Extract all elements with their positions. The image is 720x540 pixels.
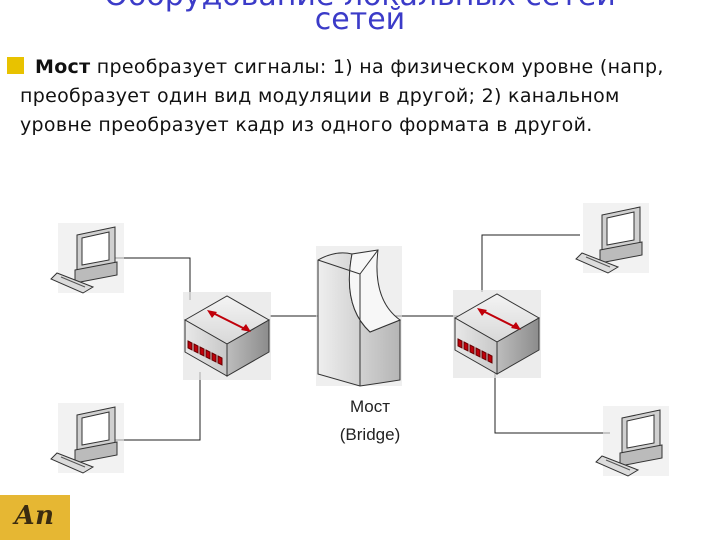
logo-text: Ап xyxy=(14,501,55,531)
logo: Ап xyxy=(0,495,70,540)
computer-icon xyxy=(50,223,124,294)
hub-icon xyxy=(183,292,271,380)
computer-icon xyxy=(50,403,124,474)
page-title-line2: сетей xyxy=(314,2,406,37)
bridge-icon xyxy=(316,246,402,387)
bullet-square-icon xyxy=(7,57,24,74)
bridge-caption-line2: (Bridge) xyxy=(339,425,401,444)
bullet-text: преобразует сигналы: 1) на физическом ур… xyxy=(20,56,664,136)
page-title: Оборудование локальных сетей xyxy=(0,0,720,14)
bullet-paragraph: Мост преобразует сигналы: 1) на физическ… xyxy=(20,53,685,140)
computer-icon xyxy=(575,203,649,274)
bridge-caption: Мост (Bridge) xyxy=(310,393,430,449)
bullet-term: Мост xyxy=(35,56,91,78)
computer-icon xyxy=(595,406,669,477)
bridge-caption-line1: Мост xyxy=(349,397,391,416)
hub-icon xyxy=(453,290,541,378)
